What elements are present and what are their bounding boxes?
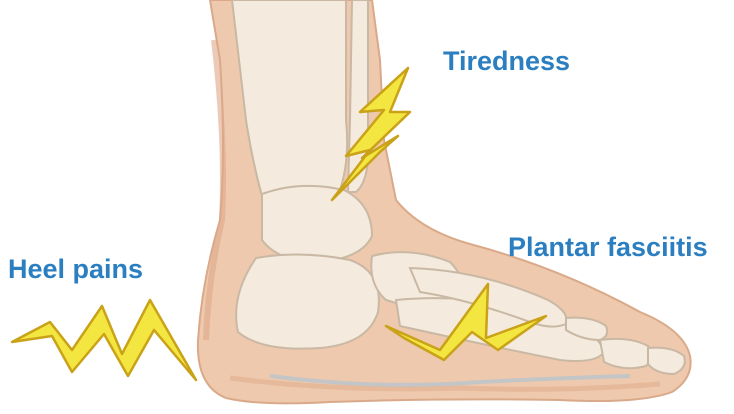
label-plantar-fasciitis: Plantar fasciitis (508, 234, 708, 261)
lightning-bolt-icon (12, 300, 196, 380)
label-heel-pains: Heel pains (8, 256, 143, 283)
label-tiredness: Tiredness (443, 48, 570, 75)
